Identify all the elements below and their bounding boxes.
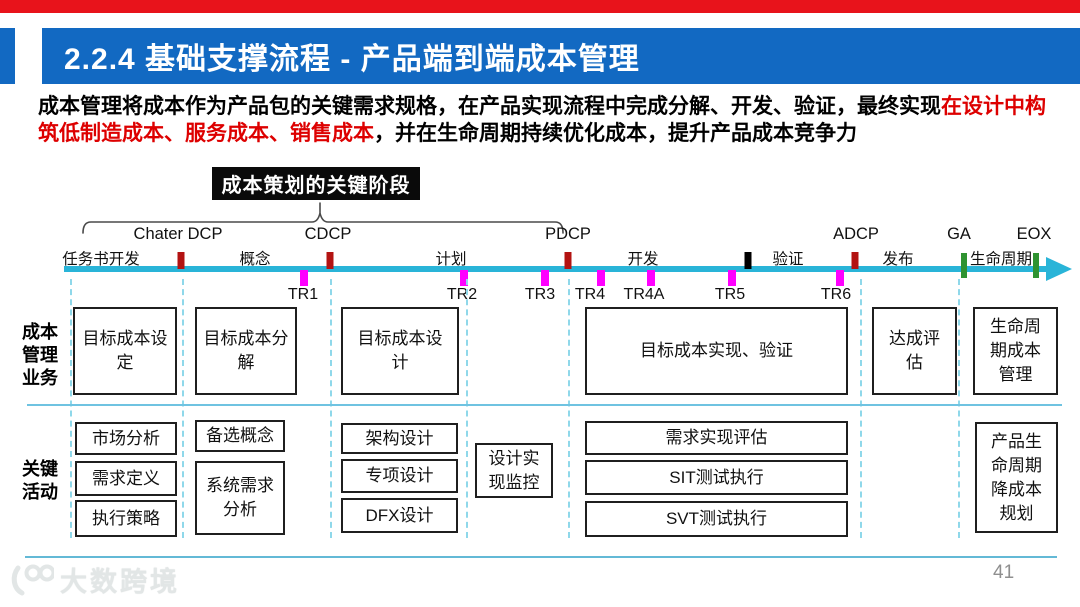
box-architecture-design: 架构设计	[341, 423, 458, 454]
intro-paragraph: 成本管理将成本作为产品包的关键需求规格，在产品实现流程中完成分解、开发、验证，最…	[38, 93, 1058, 147]
label-tr1: TR1	[287, 286, 319, 303]
label-tr3: TR3	[524, 286, 556, 303]
label-tr6: TR6	[820, 286, 852, 303]
box-target-cost-design: 目标成本设计	[341, 307, 459, 395]
brand-watermark-text: 大数跨境	[60, 567, 180, 597]
milestone-chater-dcp: Chater DCP	[133, 225, 223, 243]
tick-adcp	[851, 252, 859, 269]
guide-line	[860, 279, 862, 538]
guide-line	[182, 279, 184, 538]
box-execution-strategy: 执行策略	[75, 500, 177, 537]
box-special-design: 专项设计	[341, 459, 458, 493]
intro-text-red-2: 筑低制造成本、服务成本、销售成本	[38, 122, 374, 145]
page-number: 41	[993, 562, 1015, 583]
box-target-cost-setting: 目标成本设定	[73, 307, 177, 395]
tick-tr5	[728, 270, 736, 286]
tick-cdcp	[326, 252, 334, 269]
brand-watermark: 大数跨境	[8, 560, 180, 599]
box-requirement-realization-evaluation: 需求实现评估	[585, 421, 848, 455]
phase-lifecycle: 生命周期	[969, 251, 1033, 268]
row-label-cost-business: 成本管理业务	[22, 322, 58, 388]
tick-tr3	[541, 270, 549, 286]
title-bar: 2.2.4 基础支撑流程 - 产品端到端成本管理	[42, 28, 1080, 84]
box-target-cost-realization-verification: 目标成本实现、验证	[585, 307, 848, 395]
tick-ga	[961, 253, 967, 278]
timeline-arrow-icon	[1046, 257, 1072, 281]
box-requirement-definition: 需求定义	[75, 461, 177, 496]
tick-pdcp	[564, 252, 572, 269]
phase-release: 发布	[882, 251, 914, 268]
phase-charter-dev: 任务书开发	[62, 251, 140, 268]
tick-chater-dcp	[177, 252, 185, 269]
phase-develop: 开发	[627, 251, 659, 268]
box-lifecycle-cost-management: 生命周期成本管理	[973, 307, 1058, 395]
milestone-eox: EOX	[1016, 225, 1052, 243]
intro-text-black-2: ，并在生命周期持续优化成本，提升产品成本竞争力	[374, 122, 857, 145]
top-red-strip	[0, 0, 1080, 13]
footer-line	[25, 556, 1057, 558]
label-tr4a: TR4A	[623, 286, 665, 303]
tick-tr2	[460, 270, 468, 286]
tick-tr4a	[647, 270, 655, 286]
page-title: 2.2.4 基础支撑流程 - 产品端到端成本管理	[64, 43, 640, 76]
box-system-requirement-analysis: 系统需求分析	[195, 461, 285, 535]
intro-text-black-1: 成本管理将成本作为产品包的关键需求规格，在产品实现流程中完成分解、开发、验证，最…	[38, 95, 941, 118]
milestone-ga: GA	[947, 225, 971, 243]
tick-tr1	[300, 270, 308, 286]
milestone-pdcp: PDCP	[545, 225, 591, 243]
brand-100-icon	[11, 564, 54, 595]
tick-tr6	[836, 270, 844, 286]
milestone-adcp: ADCP	[833, 225, 879, 243]
title-accent-bar	[0, 28, 15, 84]
milestone-cdcp: CDCP	[304, 225, 352, 243]
row-label-key-activities: 关键活动	[22, 459, 58, 502]
intro-text-red-1: 在设计中构	[941, 95, 1046, 118]
tick-eox	[1033, 253, 1039, 278]
guide-line	[466, 279, 468, 538]
guide-line	[958, 279, 960, 538]
box-market-analysis: 市场分析	[75, 422, 177, 455]
timeline-line	[64, 266, 1050, 272]
guide-line	[330, 279, 332, 538]
box-design-implementation-monitoring: 设计实现监控	[475, 443, 553, 498]
row-separator-line	[27, 404, 1062, 406]
box-svt-test-execution: SVT测试执行	[585, 501, 848, 537]
box-achievement-evaluation: 达成评估	[872, 307, 957, 395]
tick-tr4	[597, 270, 605, 286]
tick-black-verify	[744, 252, 752, 269]
phase-plan: 计划	[435, 251, 467, 268]
curly-brace	[82, 202, 564, 234]
guide-line	[568, 279, 570, 538]
box-candidate-concepts: 备选概念	[195, 420, 285, 452]
callout-key-phases: 成本策划的关键阶段	[212, 167, 420, 200]
label-tr5: TR5	[714, 286, 746, 303]
label-tr2: TR2	[446, 286, 478, 303]
box-dfx-design: DFX设计	[341, 498, 458, 533]
box-product-lifecycle-cost-reduction-planning: 产品生命周期降成本规划	[975, 422, 1058, 533]
label-tr4: TR4	[574, 286, 606, 303]
guide-line	[70, 279, 72, 538]
phase-concept: 概念	[239, 251, 271, 268]
box-sit-test-execution: SIT测试执行	[585, 460, 848, 495]
box-target-cost-breakdown: 目标成本分解	[195, 307, 297, 395]
phase-verify: 验证	[772, 251, 804, 268]
